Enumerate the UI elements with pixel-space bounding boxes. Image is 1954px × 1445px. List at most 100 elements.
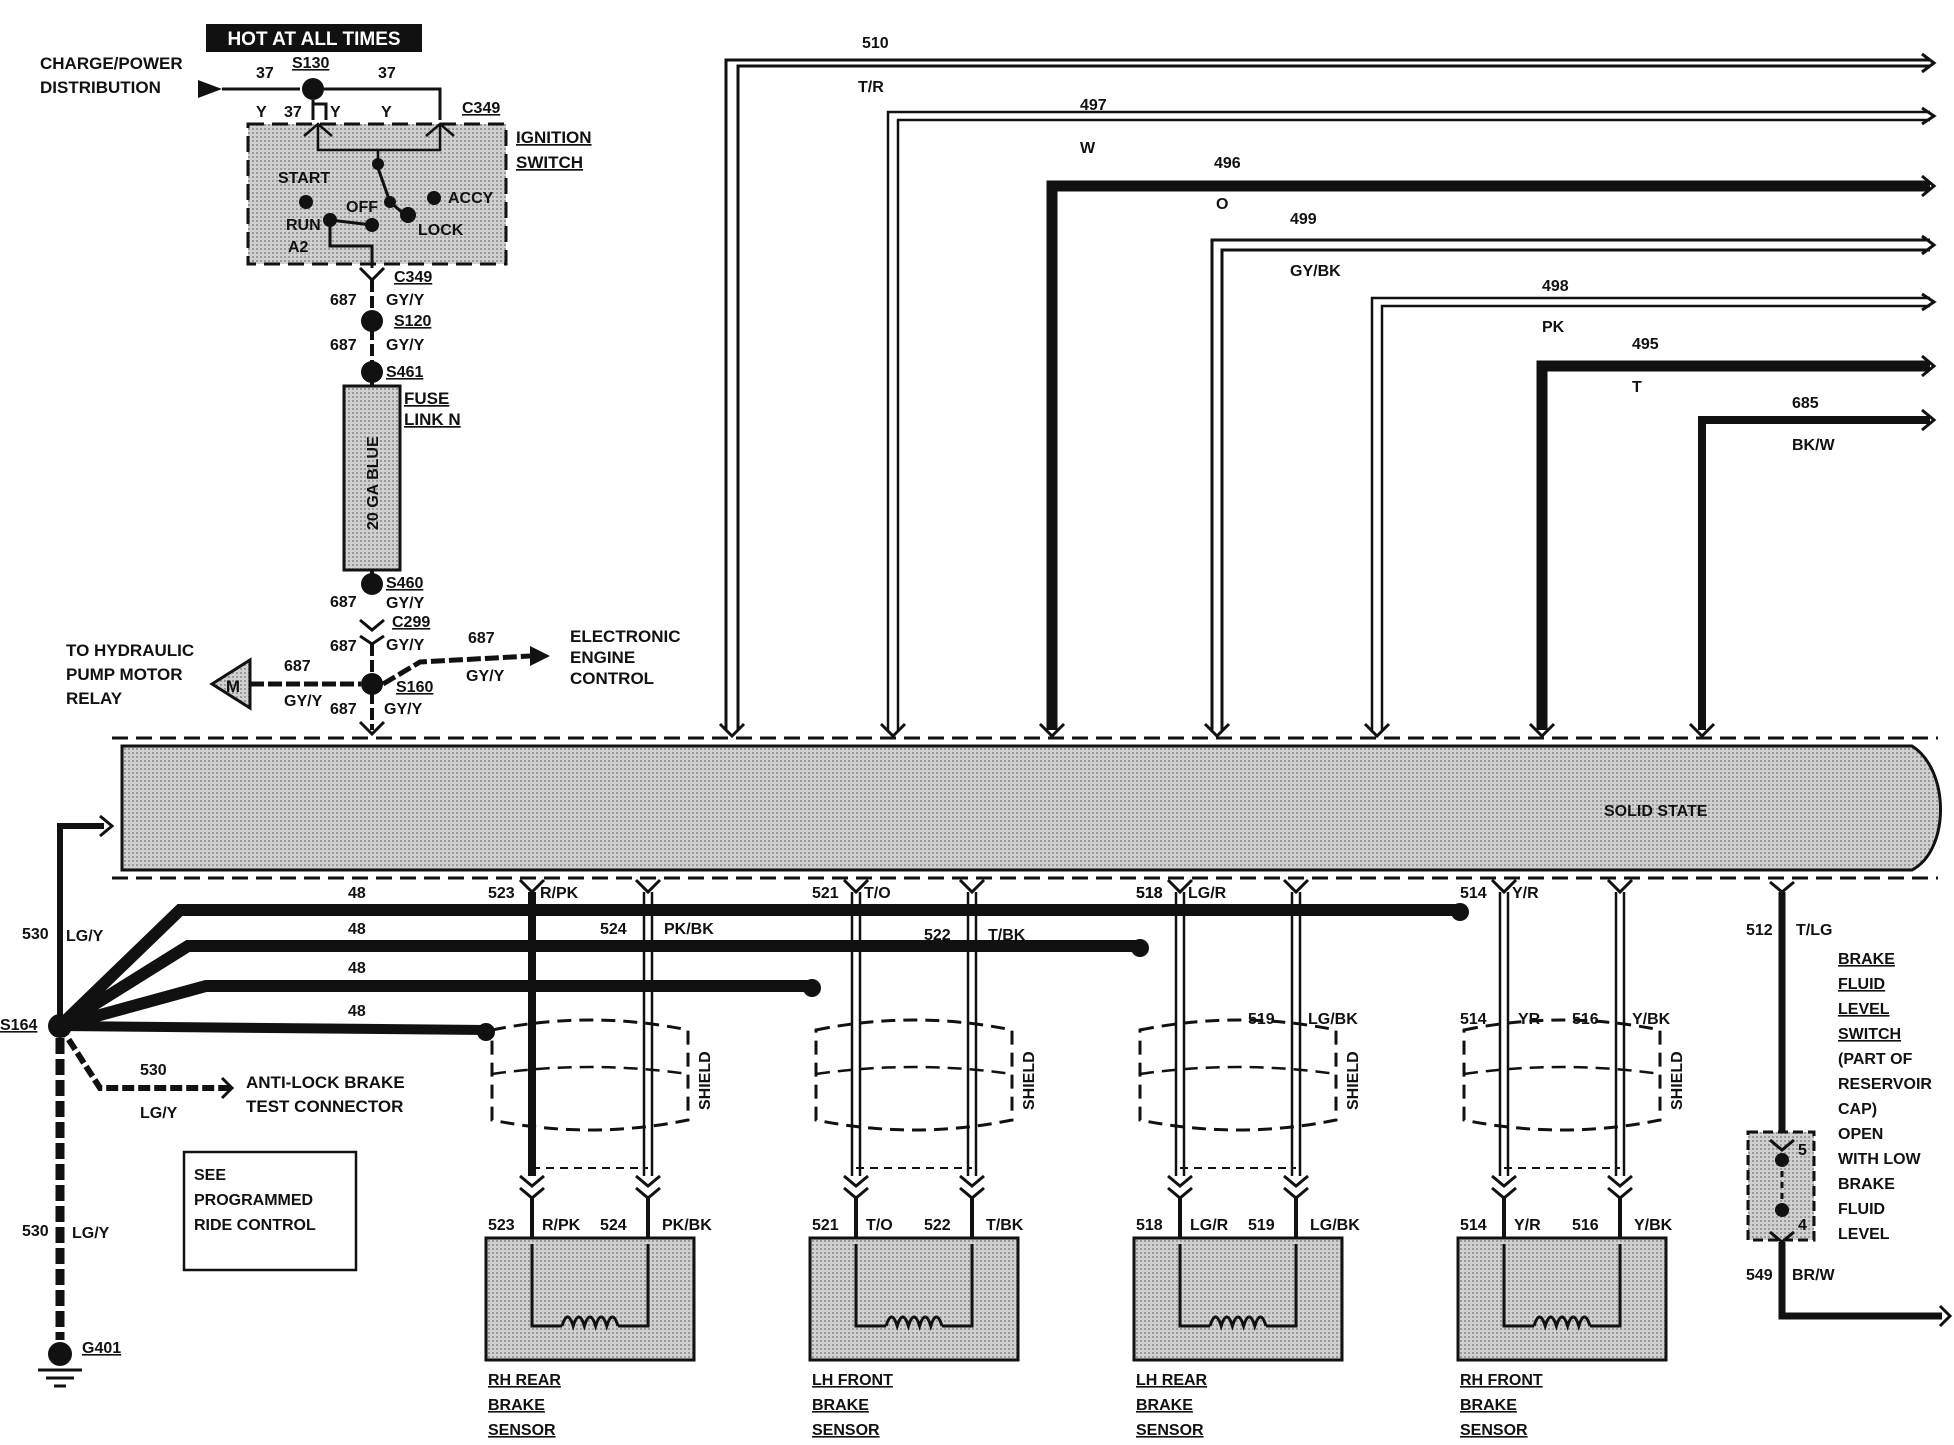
see-note-2: PROGRAMMED xyxy=(194,1192,313,1209)
sensor-4-upper-w2: 516 xyxy=(1572,1011,1599,1028)
ground-g401: G401 xyxy=(82,1340,121,1357)
switch-contact-off xyxy=(384,196,396,208)
sensor-3-top-connector-1-icon xyxy=(1166,878,1194,895)
wire-549 xyxy=(1778,1242,1942,1320)
ground-g401-dot xyxy=(48,1342,72,1366)
wire-499 xyxy=(1210,238,1930,730)
splice-s160: S160 xyxy=(396,679,433,696)
color-gyy-d: GY/Y xyxy=(386,637,425,654)
drain-48-label-2: 48 xyxy=(348,921,366,938)
sensor-3-body xyxy=(1132,1236,1344,1362)
splice-s160-dot xyxy=(361,673,383,695)
switch-contact-start xyxy=(299,195,313,209)
connector-c299: C299 xyxy=(392,614,430,631)
sensor-3-name-1: LH REAR xyxy=(1136,1372,1208,1389)
see-note-box xyxy=(182,1150,358,1272)
sensor-2-shield-label: SHIELD xyxy=(1021,1051,1038,1110)
color-y-c: Y xyxy=(381,104,392,121)
wire-497-color: W xyxy=(1080,140,1096,157)
see-note-3: RIDE CONTROL xyxy=(194,1217,316,1234)
sensor-3-shield xyxy=(1138,1018,1338,1132)
sensor-4-lower-c2: Y/BK xyxy=(1634,1217,1673,1234)
wire-687-e: 687 xyxy=(330,701,357,718)
drain-48-label-3: 48 xyxy=(348,960,366,977)
sensor-3-bottom-connector-1-icon xyxy=(1167,1174,1193,1200)
power-arrow-icon xyxy=(198,80,222,98)
switch-contact-top xyxy=(372,158,384,170)
fluid-text-0: BRAKE xyxy=(1838,951,1895,968)
wire-495-num: 495 xyxy=(1632,336,1659,353)
sensor-2-upper-w1: 521 xyxy=(812,885,839,902)
wire-687-to-eec xyxy=(381,653,531,687)
sensor-2-top-connector-1-icon xyxy=(842,878,870,895)
solid-state-module xyxy=(120,744,1942,872)
switch-output xyxy=(328,220,374,268)
fluid-text-10: FLUID xyxy=(1838,1201,1885,1218)
wire-687-c: 687 xyxy=(330,594,357,611)
sensor-3-lower-c1: LG/R xyxy=(1190,1217,1229,1234)
ignition-title-2: SWITCH xyxy=(516,153,583,172)
module-input-connector-icon xyxy=(358,720,386,737)
sensor-4-shield-mid xyxy=(1463,1065,1661,1076)
wire-685 xyxy=(1698,416,1930,730)
wire-497 xyxy=(886,110,1930,730)
ground-icon xyxy=(38,1368,82,1388)
sensor-1-name-3: SENSOR xyxy=(488,1422,556,1439)
module-ground-connector-icon xyxy=(99,814,115,838)
wire-497-num: 497 xyxy=(1080,97,1107,114)
sensor-3-upper-c2: LG/BK xyxy=(1308,1011,1358,1028)
splice-s120-dot xyxy=(361,310,383,332)
drain-48-1 xyxy=(55,904,530,1031)
connector-c349-bottom-icon xyxy=(358,266,386,283)
sensor-2-name-1: LH FRONT xyxy=(812,1372,893,1389)
sensor-2-name-2: BRAKE xyxy=(812,1397,869,1414)
wire-496-num: 496 xyxy=(1214,155,1241,172)
drain-48-label-4: 48 xyxy=(348,1003,366,1020)
connector-c349-bottom: C349 xyxy=(394,269,432,286)
wire-687-relay: 687 xyxy=(284,658,311,675)
sensor-2-lower-c2: T/BK xyxy=(986,1217,1024,1234)
splice-s461: S461 xyxy=(386,364,423,381)
fluid-contact-lower xyxy=(1775,1203,1789,1217)
eec-line-1: ELECTRONIC xyxy=(570,627,681,646)
color-gyy-a: GY/Y xyxy=(386,292,425,309)
sensor-3-name-3: SENSOR xyxy=(1136,1422,1204,1439)
drain-node-lh-rear xyxy=(1131,939,1149,957)
fluid-pin-4: 4 xyxy=(1798,1217,1807,1234)
sensor-1-top-connector-2-icon xyxy=(634,878,662,895)
fluid-description: BRAKE FLUID LEVEL SWITCH (PART OF RESERV… xyxy=(1838,951,1932,1243)
sensor-3-lower-c2: LG/BK xyxy=(1310,1217,1360,1234)
wire-687-eec: 687 xyxy=(468,630,495,647)
switch-contact-accy xyxy=(427,191,441,205)
top-wire-labels: 510 T/R 497 W 496 O 499 GY/BK 498 PK 495… xyxy=(858,35,1836,454)
wire-37-label-b: 37 xyxy=(378,65,396,82)
fluid-text-11: LEVEL xyxy=(1838,1226,1890,1243)
sensor-2-coil-icon xyxy=(884,1315,944,1332)
splice-s130: S130 xyxy=(292,55,329,72)
sensor-4-name-1: RH FRONT xyxy=(1460,1372,1543,1389)
color-gyy-b: GY/Y xyxy=(386,337,425,354)
sensor-4-lower-w1: 514 xyxy=(1460,1217,1487,1234)
test-connector-icon xyxy=(220,1076,235,1100)
sensor-3-name-2: BRAKE xyxy=(1136,1397,1193,1414)
sensor-3-coil-lead-2 xyxy=(1266,1244,1298,1328)
sensor-4-shield xyxy=(1462,1018,1662,1132)
sensor-3-upper-w2: 519 xyxy=(1248,1011,1275,1028)
sensor-3-upper-c1: LG/R xyxy=(1188,885,1227,902)
sensor-3-coil-icon xyxy=(1208,1315,1268,1332)
drain-48-2 xyxy=(56,940,1140,1032)
wire-499-num: 499 xyxy=(1290,211,1317,228)
drain-node-rh-rear xyxy=(477,1023,495,1041)
wire-512-color: T/LG xyxy=(1796,922,1832,939)
sensor-1-lower-c2: PK/BK xyxy=(662,1217,712,1234)
sensor-4-upper-c1: Y/R xyxy=(1512,885,1539,902)
wire-687-a: 687 xyxy=(330,292,357,309)
sensor-3-top-connector-2-icon xyxy=(1282,878,1310,895)
wire-37-label-a: 37 xyxy=(256,65,274,82)
wire-512-num: 512 xyxy=(1746,922,1773,939)
color-lgy-a: LG/Y xyxy=(66,928,104,945)
pos-a2: A2 xyxy=(288,239,309,256)
sensor-3-upper-w1: 518 xyxy=(1136,885,1163,902)
right-edge-terminals xyxy=(1921,52,1937,432)
